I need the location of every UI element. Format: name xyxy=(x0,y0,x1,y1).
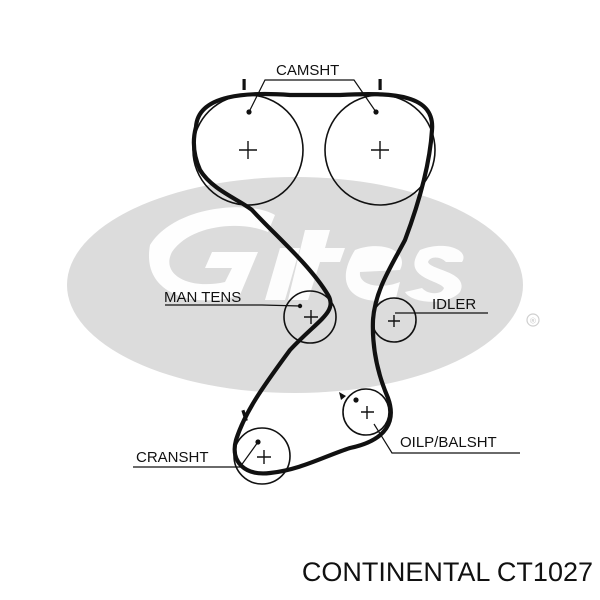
timing-belt xyxy=(191,91,435,476)
label-camshaft: CAMSHT xyxy=(276,62,339,79)
timing-mark-camshaft-left xyxy=(242,79,246,90)
crankshaft-pulley xyxy=(233,427,291,485)
center-cross-tensioner xyxy=(304,310,318,324)
watermark-lettering-shape xyxy=(148,207,464,302)
label-man-tens: MAN TENS xyxy=(164,289,241,306)
leader-camshaft xyxy=(248,79,377,113)
leader-lines xyxy=(133,79,520,468)
label-oilp-balsht: OILP/BALSHT xyxy=(400,434,497,451)
leader-cransht xyxy=(133,441,259,468)
tensioner-pulley xyxy=(283,290,337,344)
center-cross-idler xyxy=(388,315,400,327)
pulley-center-marks xyxy=(239,141,400,464)
timing-marks xyxy=(241,79,382,422)
part-number: CONTINENTAL CT1027 xyxy=(302,557,593,587)
timing-mark-camshaft-right xyxy=(378,79,382,90)
registered-mark: ® xyxy=(526,313,540,327)
center-cross-camshaft-left xyxy=(239,141,257,159)
timing-dot-oil-pump xyxy=(353,397,359,403)
center-cross-crankshaft xyxy=(257,450,271,464)
center-cross-oil-pump xyxy=(361,406,374,419)
gates-watermark-logo: ® xyxy=(67,177,540,393)
timing-mark-crankshaft xyxy=(241,409,248,422)
label-idler: IDLER xyxy=(432,296,476,313)
timing-mark-oil-pump xyxy=(339,392,346,400)
label-cransht: CRANSHT xyxy=(136,449,209,466)
leader-man-tens xyxy=(165,304,301,307)
center-cross-camshaft-right xyxy=(371,141,389,159)
leader-oilp-balsht xyxy=(373,423,520,454)
svg-text:®: ® xyxy=(530,317,536,326)
